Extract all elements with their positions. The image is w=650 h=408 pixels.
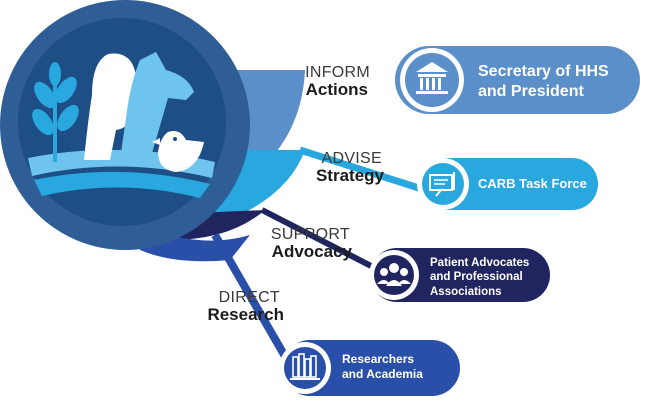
support-target: Patient Advocates and Professional Assoc… bbox=[430, 256, 548, 299]
direct-connector bbox=[211, 233, 294, 367]
direct-target-line-2: and Academia bbox=[342, 367, 423, 381]
people-group-icon bbox=[377, 263, 411, 286]
pill-support bbox=[369, 248, 550, 302]
direct-label: DIRECT bbox=[218, 289, 280, 306]
support-label: SUPPORT bbox=[270, 226, 350, 243]
support-connector bbox=[260, 207, 377, 271]
advocacy-label: Advocacy bbox=[271, 242, 352, 261]
advise-label: ADVISE bbox=[321, 150, 382, 167]
support-target-line-3: Associations bbox=[430, 285, 502, 298]
government-building-icon bbox=[416, 62, 448, 94]
advise-connector bbox=[298, 146, 427, 194]
actions-label: Actions bbox=[305, 80, 368, 99]
advise-target: CARB Task Force bbox=[478, 176, 594, 192]
pill-inform bbox=[395, 46, 640, 114]
direct-target: Researchers and Academia bbox=[342, 352, 458, 382]
books-icon bbox=[290, 353, 320, 380]
advise-target-line-1: CARB Task Force bbox=[478, 176, 587, 191]
research-label: Research bbox=[207, 305, 284, 324]
inform-label: INFORM bbox=[305, 64, 370, 81]
support-target-line-1: Patient Advocates bbox=[430, 257, 530, 269]
inform-target: Secretary of HHS and President bbox=[478, 62, 638, 102]
pill-direct bbox=[279, 340, 460, 396]
pill-advise bbox=[417, 158, 598, 210]
inform-target-line-2: and President bbox=[478, 83, 584, 100]
strategy-label: Strategy bbox=[315, 166, 384, 185]
one-health-emblem-icon bbox=[0, 0, 250, 250]
presentation-board-icon bbox=[429, 172, 455, 197]
direct-target-line-1: Researchers bbox=[342, 352, 415, 366]
inform-target-line-1: Secretary of HHS bbox=[478, 63, 609, 80]
support-target-line-2: and Professional bbox=[430, 271, 523, 284]
